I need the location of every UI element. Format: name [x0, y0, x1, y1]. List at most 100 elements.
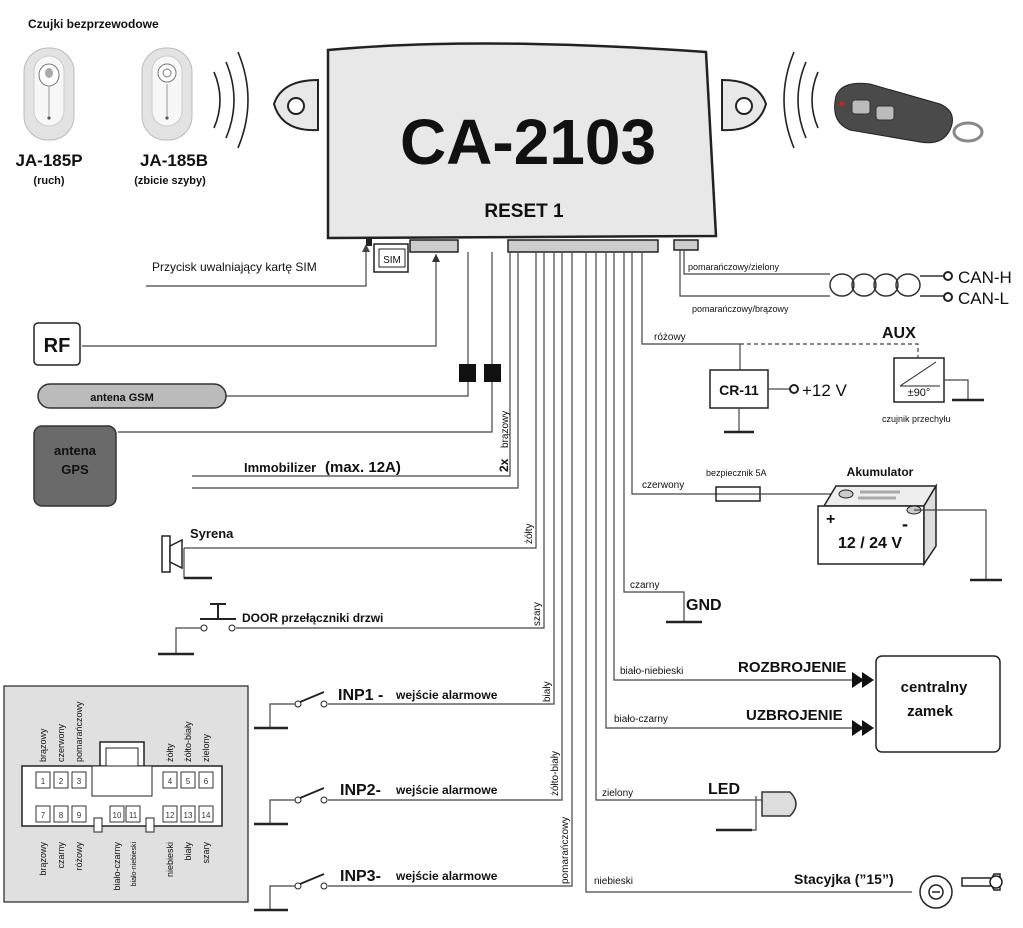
inp3-wire — [328, 252, 573, 887]
connector-top-wire-label: żółty — [165, 743, 175, 762]
connector-pin-number: 5 — [186, 777, 191, 786]
sensor-1-desc: (ruch) — [33, 175, 65, 187]
gsm-antenna-jack — [459, 364, 476, 382]
blue-wire-label: niebieski — [594, 876, 633, 887]
connector-pin-number: 3 — [77, 777, 82, 786]
sensor-1-model: JA-185P — [15, 151, 82, 170]
gps-antenna-wire — [118, 382, 493, 433]
door-wire-label: szary — [532, 602, 543, 626]
inp3-desc: wejście alarmowe — [395, 869, 498, 883]
led-label: LED — [708, 781, 740, 798]
door-switch-icon — [158, 603, 236, 656]
inp1-wire-label: biały — [542, 681, 553, 702]
radio-waves-right-icon — [783, 51, 819, 149]
central-lock-box — [875, 655, 1001, 753]
can-wire-1-label: pomarańczowy/zielony — [688, 262, 780, 272]
tilt-label: czujnik przechyłu — [882, 414, 951, 424]
siren-label: Syrena — [190, 526, 234, 541]
fuse-label: bezpiecznik 5A — [706, 468, 767, 478]
gnd-wire — [623, 252, 685, 622]
plus12-label: +12 V — [802, 381, 848, 400]
cr11-label: CR-11 — [719, 382, 759, 398]
connector-pin-number: 9 — [77, 811, 82, 820]
connector-bottom-wire-label: biały — [183, 842, 193, 861]
glass-break-sensor-icon — [141, 47, 193, 141]
inp2-switch-icon — [254, 787, 328, 826]
led-wire — [595, 252, 762, 801]
connector-pin-bottom — [162, 805, 178, 823]
gsm-antenna — [37, 383, 227, 409]
siren-wire-label: żółty — [524, 523, 535, 544]
connector-pin-bottom — [125, 805, 141, 823]
immobilizer-wire-1 — [192, 252, 511, 477]
red-wire-label: czerwony — [642, 480, 684, 491]
module-body — [272, 42, 768, 240]
connector-pin-number: 12 — [166, 811, 175, 820]
twisted-pair — [829, 273, 944, 297]
unlock-label: ROZBROJENIE — [738, 659, 846, 676]
radio-waves-left-icon — [213, 51, 249, 149]
inp3-switch-icon — [254, 873, 328, 912]
rf-box — [33, 322, 81, 366]
connector-pin-number: 8 — [59, 811, 64, 820]
aux-wire — [641, 252, 741, 370]
can-l-terminal — [943, 292, 953, 302]
battery-label: Akumulator — [847, 465, 914, 479]
central-lock-label-2: zamek — [907, 703, 954, 720]
remote-key-fob-icon — [834, 82, 984, 144]
sensor-2-desc: (zbicie szyby) — [134, 175, 206, 187]
inp1-wire — [328, 252, 555, 705]
gsm-antenna-label: antena GSM — [90, 392, 154, 404]
sim-label: SIM — [383, 255, 401, 266]
sim-release-button[interactable] — [366, 239, 372, 246]
connector-top-wire-label: zielony — [201, 733, 211, 762]
gnd-label: GND — [686, 597, 722, 614]
can-l-label: CAN-L — [958, 289, 1009, 308]
gps-antenna-label-1: antena — [54, 443, 97, 458]
unlock-wire — [613, 252, 852, 681]
connector-pin-top — [198, 771, 214, 789]
sensor-2-model: JA-185B — [140, 151, 208, 170]
gps-antenna-jack — [484, 364, 501, 382]
connector-pin-bottom — [53, 805, 69, 823]
inp2-label: INP2- — [340, 782, 381, 799]
connector-pin-number: 2 — [59, 777, 64, 786]
siren-icon — [161, 535, 212, 580]
pink-wire-label: różowy — [654, 332, 686, 343]
connector-pin-top — [162, 771, 178, 789]
brown-wire-label: brązowy — [500, 411, 511, 448]
lock-wire — [605, 252, 852, 729]
can-l-wire — [679, 250, 830, 297]
battery-plus: + — [826, 511, 835, 528]
connector-bottom-wire-label: brązowy — [38, 842, 48, 876]
green-wire-label: zielony — [602, 788, 633, 799]
lock-label: UZBROJENIE — [746, 707, 843, 724]
can-wire-2-label: pomarańczowy/brązowy — [692, 304, 789, 314]
connector-pin-top — [53, 771, 69, 789]
can-h-label: CAN-H — [958, 268, 1012, 287]
connector-pin-top — [180, 771, 196, 789]
pir-sensor-icon — [23, 47, 75, 141]
unlock-wire-label: biało-niebieski — [620, 666, 683, 677]
unlock-arrow-icon — [852, 672, 874, 688]
rf-wire — [82, 254, 437, 347]
can-h-terminal — [943, 271, 953, 281]
immobilizer-wire-2 — [192, 252, 519, 489]
inp1-desc: wejście alarmowe — [395, 688, 498, 702]
antenna-connector — [409, 239, 459, 253]
central-lock-label-1: centralny — [901, 679, 968, 696]
inp2-desc: wejście alarmowe — [395, 783, 498, 797]
aux-label: AUX — [882, 325, 916, 342]
connector-bottom-wire-label: czarny — [56, 842, 66, 869]
rf-label: RF — [44, 335, 71, 357]
can-connector — [673, 239, 699, 251]
sim-button-callout — [146, 244, 370, 287]
connector-top-wire-label: brązowy — [38, 728, 48, 762]
brown-2x-label: 2x — [497, 458, 511, 472]
connector-pin-number: 14 — [202, 811, 211, 820]
ignition-wire — [585, 252, 912, 893]
connector-pins: 1brązowy2czerwony3pomarańczowy4żółty5żół… — [35, 701, 214, 891]
inp3-label: INP3- — [340, 868, 381, 885]
